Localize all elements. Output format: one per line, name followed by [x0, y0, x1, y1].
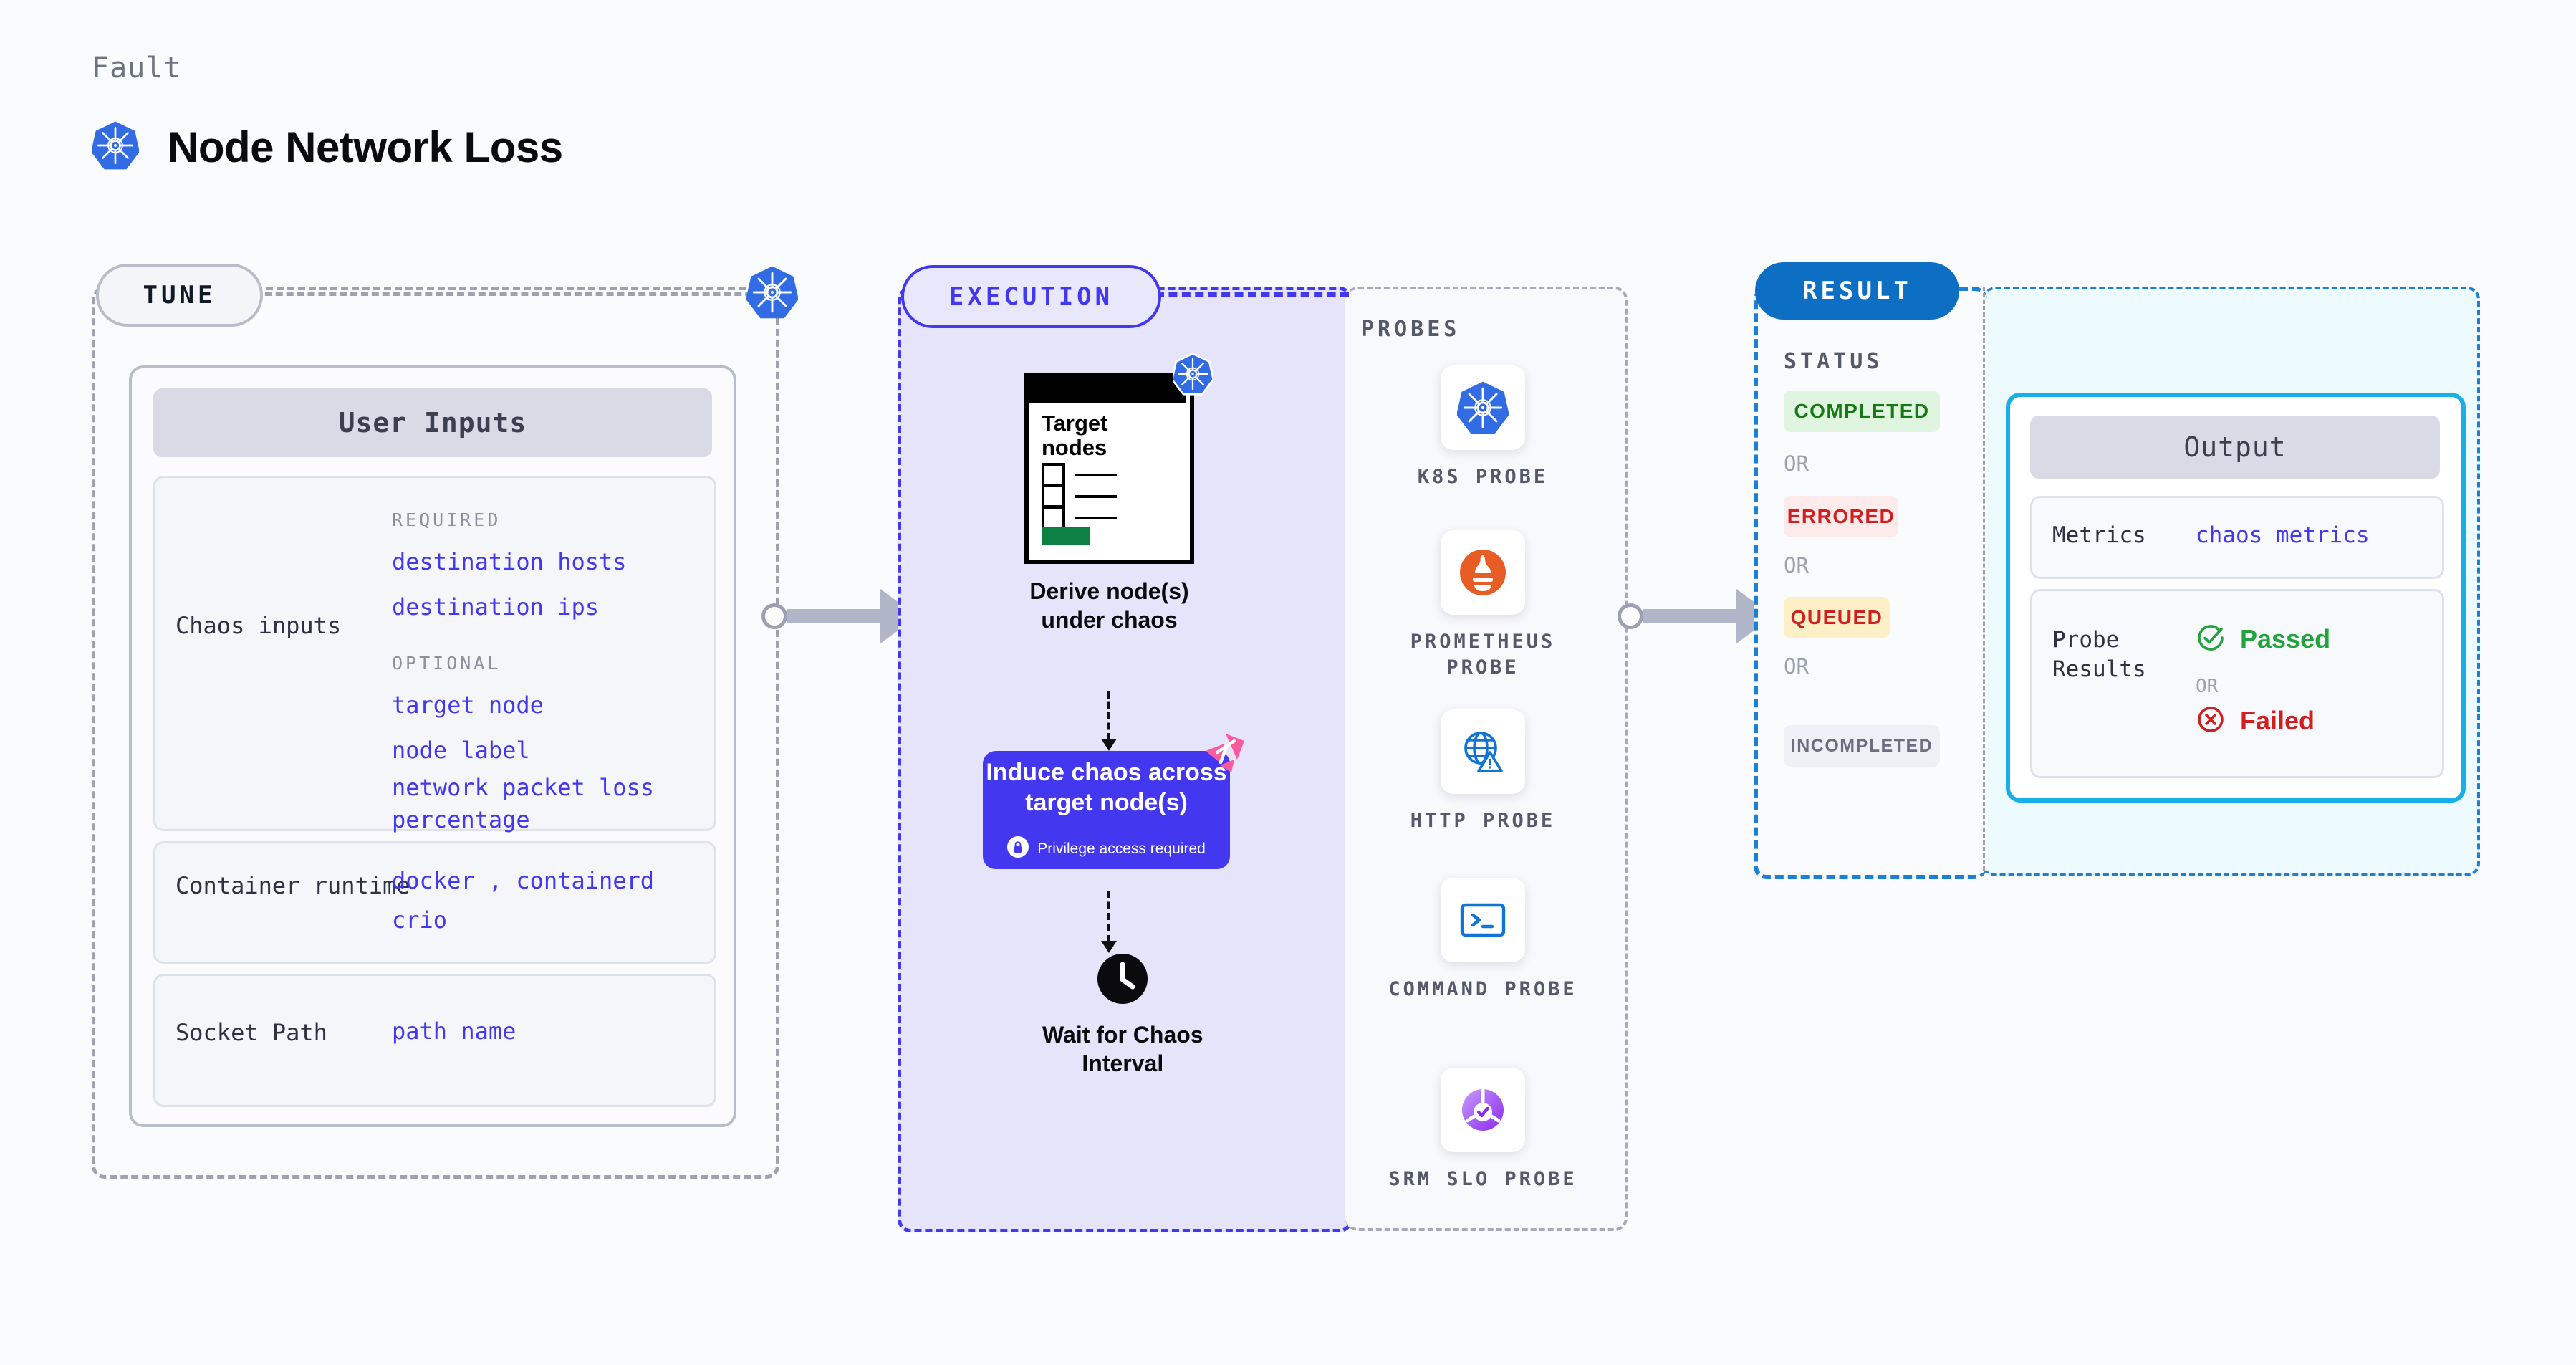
probe-command[interactable]: COMMAND PROBE — [1375, 878, 1590, 1002]
probe-prometheus-label: PROMETHEUS PROBE — [1410, 631, 1556, 679]
probe-srm-slo[interactable]: SRM SLO PROBE — [1375, 1068, 1590, 1192]
clock-icon — [1097, 953, 1148, 1007]
privilege-note: Privilege access required — [1007, 835, 1206, 862]
result-stage-pill[interactable]: RESULT — [1755, 262, 1959, 320]
execution-top-connector — [1155, 292, 1349, 297]
user-inputs-title: User Inputs — [338, 407, 527, 439]
document-checklist-icon: Target nodes — [1024, 353, 1215, 564]
probe-k8s[interactable]: K8S PROBE — [1375, 365, 1590, 490]
status-badge-errored: ERRORED — [1784, 496, 1898, 537]
result-stage-label: RESULT — [1802, 277, 1912, 305]
kubernetes-icon — [1441, 365, 1525, 450]
status-or-1: OR — [1784, 451, 1809, 476]
prometheus-icon — [1441, 530, 1525, 615]
execution-step-induce-chaos[interactable]: Induce chaos across target node(s) Privi… — [983, 734, 1244, 869]
socket-path-label: Socket Path — [176, 1019, 327, 1046]
runtime-crio[interactable]: crio — [392, 906, 448, 934]
input-network-packet-loss-percentage[interactable]: network packet loss percentage — [392, 773, 655, 834]
srm-slo-icon — [1441, 1068, 1525, 1152]
output-metrics-row: Metrics chaos metrics — [2030, 496, 2444, 579]
tune-top-connector — [254, 292, 774, 296]
output-header: Output — [2030, 416, 2440, 479]
probe-result-passed: Passed — [2196, 623, 2330, 656]
chaos-inputs-label: Chaos inputs — [176, 612, 342, 639]
probe-result-failed: Failed — [2196, 704, 2315, 737]
result-divider — [1983, 287, 1985, 871]
probe-k8s-label: K8S PROBE — [1417, 466, 1549, 488]
input-target-node[interactable]: target node — [392, 691, 544, 719]
output-probe-results-row: Probe Results Passed OR Failed — [2030, 589, 2444, 778]
status-badge-queued: QUEUED — [1784, 597, 1890, 638]
page-title: Node Network Loss — [168, 123, 563, 171]
output-card: Output Metrics chaos metrics Probe Resul… — [2006, 393, 2466, 803]
optional-group-title: OPTIONAL — [392, 652, 501, 674]
tune-stage-pill[interactable]: TUNE — [96, 264, 263, 327]
flow-arrow-2 — [1101, 891, 1117, 953]
chaos-inputs-row: Chaos inputs REQUIRED destination hosts … — [153, 476, 716, 879]
probes-section-label: PROBES — [1361, 317, 1461, 342]
runtime-containerd[interactable]: containerd — [516, 867, 655, 894]
step-wait-caption: Wait for Chaos Interval — [1042, 1022, 1203, 1076]
globe-warning-icon — [1441, 709, 1525, 794]
metrics-value[interactable]: chaos metrics — [2196, 522, 2370, 548]
status-or-3: OR — [1784, 654, 1809, 679]
probe-command-label: COMMAND PROBE — [1388, 978, 1577, 1000]
execution-stage-pill[interactable]: EXECUTION — [901, 265, 1161, 328]
probe-srm-slo-label: SRM SLO PROBE — [1388, 1168, 1577, 1190]
doc-title-line1: Target — [1042, 411, 1108, 436]
execution-stage-label: EXECUTION — [948, 282, 1114, 311]
user-inputs-card: User Inputs Chaos inputs REQUIRED destin… — [129, 365, 736, 1127]
check-circle-icon — [2196, 623, 2226, 656]
output-title: Output — [2183, 431, 2287, 463]
result-status-region — [1754, 287, 1987, 879]
terminal-icon — [1441, 878, 1525, 962]
step-derive-nodes-caption: Derive node(s) under chaos — [1029, 578, 1189, 633]
probe-http-label: HTTP PROBE — [1410, 810, 1556, 832]
container-runtime-values: docker , containerd crio — [392, 865, 654, 937]
kubernetes-icon — [1171, 353, 1215, 398]
runtime-separator: , — [488, 867, 503, 894]
flow-arrow-1 — [1101, 691, 1117, 751]
connector-bar — [1643, 609, 1736, 623]
induce-chaos-caption: Induce chaos across target node(s) — [986, 759, 1227, 816]
probe-result-or: OR — [2196, 676, 2219, 697]
status-badge-incompleted: INCOMPLETED — [1784, 725, 1940, 767]
container-runtime-label: Container runtime — [176, 872, 410, 899]
connector-bar — [787, 609, 880, 623]
execution-step-derive-nodes: Target nodes Derive node(s) under chaos — [1024, 353, 1215, 634]
doc-title-line2: nodes — [1042, 435, 1107, 461]
runtime-docker[interactable]: docker — [392, 867, 475, 894]
probe-results-label: Probe Results — [2052, 627, 2146, 682]
metrics-label: Metrics — [2052, 522, 2146, 548]
input-destination-ips[interactable]: destination ips — [392, 593, 599, 621]
tune-stage-label: TUNE — [143, 281, 216, 310]
status-or-2: OR — [1784, 553, 1809, 578]
input-node-label[interactable]: node label — [392, 737, 530, 765]
x-circle-icon — [2196, 704, 2226, 737]
page-eyebrow: Fault — [92, 52, 182, 85]
required-group-title: REQUIRED — [392, 509, 501, 530]
connector-start-dot — [761, 603, 787, 629]
connector-start-dot — [1618, 603, 1643, 629]
kubernetes-icon — [91, 120, 140, 173]
probe-http[interactable]: HTTP PROBE — [1375, 709, 1590, 834]
execution-step-wait-interval: Wait for Chaos Interval — [1042, 953, 1203, 1078]
input-destination-hosts[interactable]: destination hosts — [392, 548, 627, 575]
user-inputs-header: User Inputs — [153, 388, 712, 457]
socket-path-value[interactable]: path name — [392, 1017, 516, 1045]
probe-prometheus[interactable]: PROMETHEUS PROBE — [1375, 530, 1590, 680]
status-label: STATUS — [1784, 349, 1883, 374]
socket-path-row: Socket Path path name — [153, 974, 716, 1107]
harness-logo-icon — [1203, 731, 1247, 778]
status-badge-completed: COMPLETED — [1784, 391, 1940, 432]
chaos-inputs-values: REQUIRED destination hosts destination i… — [392, 509, 700, 882]
lock-icon — [1007, 835, 1029, 862]
container-runtime-row: Container runtime docker , containerd cr… — [153, 841, 716, 964]
page-title-row: Node Network Loss — [91, 120, 563, 173]
kubernetes-icon — [746, 265, 799, 322]
